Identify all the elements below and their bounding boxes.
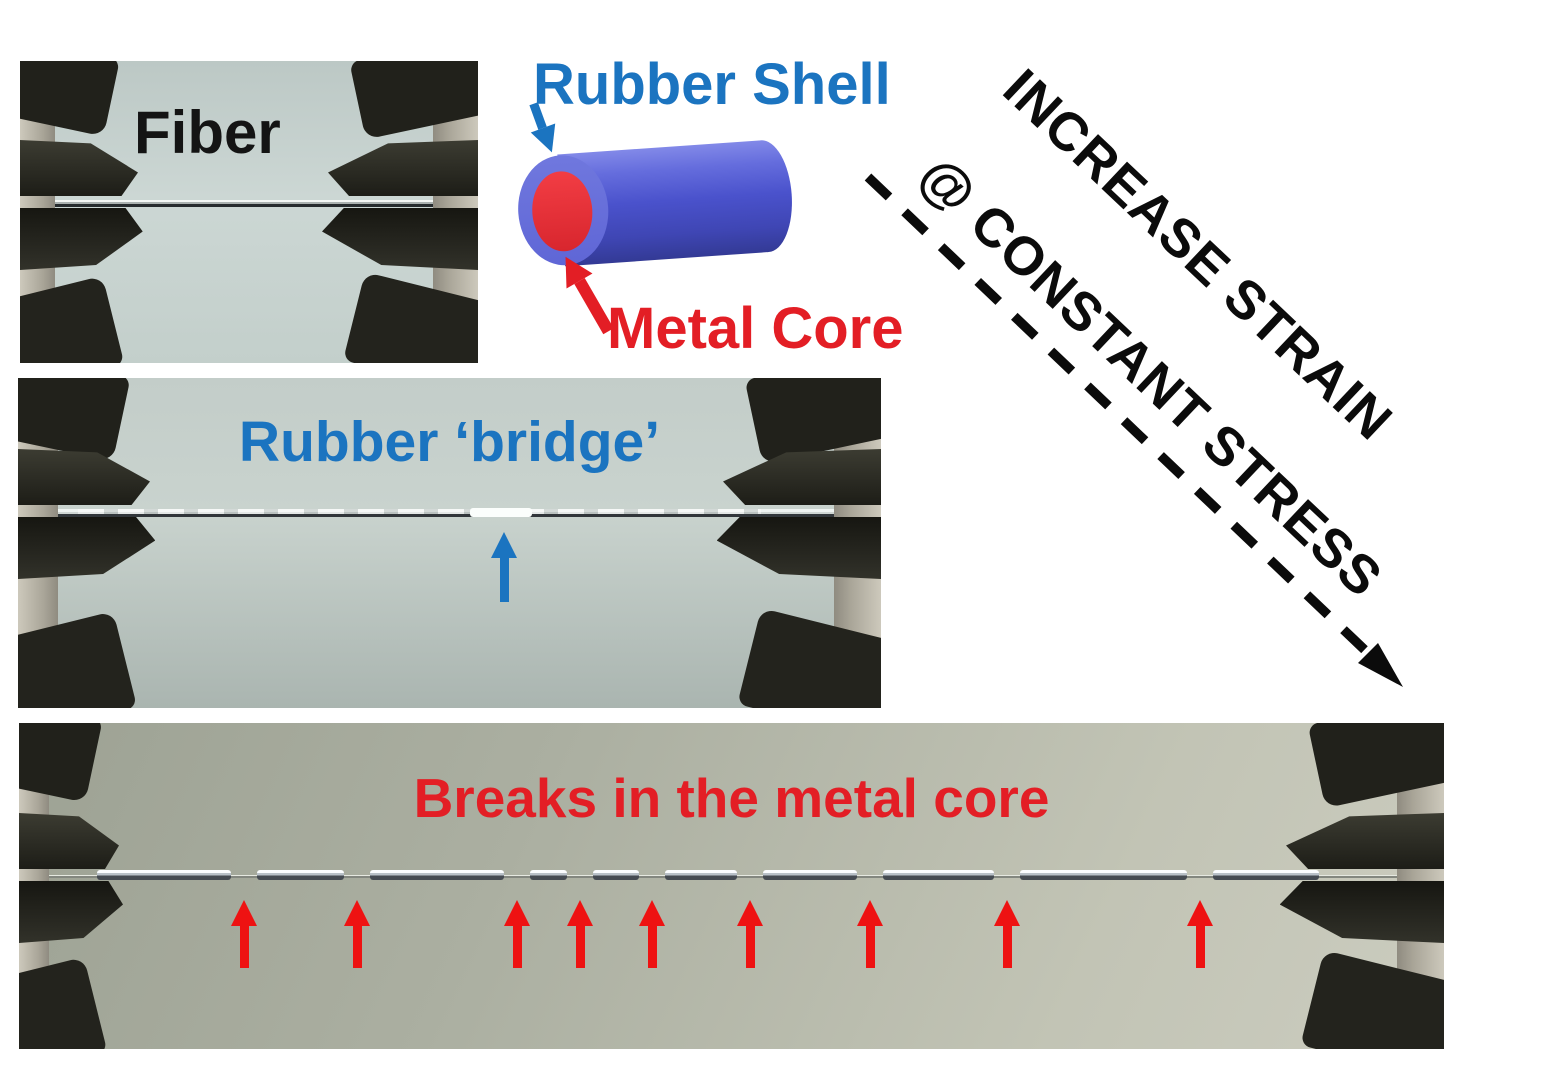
rubber-bridge-segment [470, 508, 532, 517]
clamp-upper-jaw [328, 140, 478, 196]
metal-segment [1213, 870, 1319, 880]
metal-segment [530, 870, 567, 880]
clamp-lower-jaw [19, 881, 123, 943]
right-clamp [328, 61, 478, 363]
metal-core-label: Metal Core [607, 296, 904, 361]
left-clamp [18, 378, 156, 708]
break-arrow-icon [504, 900, 530, 968]
metal-segment [257, 870, 344, 880]
metal-segment [1020, 870, 1187, 880]
breaks-photo-panel: Breaks in the metal core [19, 723, 1444, 1049]
break-arrow-icon [344, 900, 370, 968]
left-clamp [19, 723, 123, 1049]
break-arrow-icon [1187, 900, 1213, 968]
cylinder-body [557, 140, 769, 267]
left-clamp [20, 61, 143, 363]
break-arrow-icon [857, 900, 883, 968]
clamp-bottom-block [19, 957, 108, 1049]
metal-segment [665, 870, 737, 880]
clamp-upper-jaw [20, 140, 138, 196]
break-arrow-icon [639, 900, 665, 968]
clamp-lower-jaw [20, 208, 143, 270]
metal-segment [370, 870, 504, 880]
break-arrow-icon [737, 900, 763, 968]
cylinder-right-cap [737, 140, 792, 253]
fiber-photo-panel: Fiber [20, 61, 478, 363]
rubber-bridge-label: Rubber ‘bridge’ [238, 410, 661, 474]
rubber-shell-label: Rubber Shell [533, 52, 891, 117]
breaks-label: Breaks in the metal core [413, 767, 1050, 829]
fiber-sheen [78, 509, 761, 514]
fiber-line [18, 509, 881, 517]
metal-segment [593, 870, 639, 880]
cylinder-schematic [518, 140, 792, 267]
metal-segment [763, 870, 857, 880]
clamp-lower-jaw [18, 517, 156, 579]
break-arrow-icon [231, 900, 257, 968]
clamp-lower-jaw [717, 517, 881, 579]
bridge-arrow-icon [490, 532, 518, 602]
bridge-photo-panel: Rubber ‘bridge’ [18, 378, 881, 708]
clamp-lower-jaw [322, 208, 478, 270]
fiber-label: Fiber [134, 99, 281, 166]
break-arrow-icon [994, 900, 1020, 968]
break-arrow-icon [567, 900, 593, 968]
metal-segment [883, 870, 994, 880]
clamp-lower-jaw [1280, 881, 1444, 943]
metal-segment [97, 870, 231, 880]
fiber-line [20, 200, 478, 207]
metal-core-face [532, 171, 593, 252]
dashed-diagonal-arrow-icon [864, 173, 1403, 687]
